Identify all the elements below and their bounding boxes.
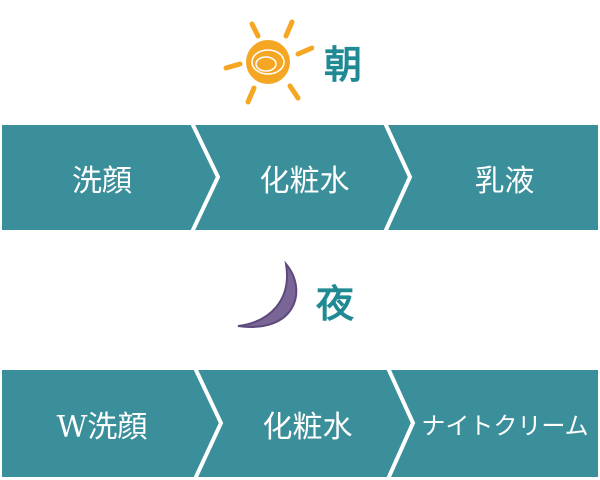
night-steps: W洗顔 化粧水 ナイトクリーム bbox=[2, 370, 598, 477]
morning-step-3: 乳液 bbox=[474, 163, 535, 199]
sun-icon bbox=[223, 19, 314, 105]
morning-heading: 朝 bbox=[222, 16, 362, 106]
morning-title: 朝 bbox=[324, 42, 363, 87]
night-step-3: ナイトクリーム bbox=[421, 412, 589, 440]
night-step-1: W洗顔 bbox=[56, 409, 148, 445]
morning-step-1: 洗顔 bbox=[72, 163, 132, 199]
night-band-bg bbox=[2, 370, 598, 477]
night-step-2: 化粧水 bbox=[262, 409, 353, 445]
night-title: 夜 bbox=[316, 281, 355, 326]
moon-icon bbox=[237, 260, 298, 328]
morning-step-2: 化粧水 bbox=[259, 163, 350, 199]
morning-band-bg bbox=[2, 125, 598, 230]
morning-steps: 洗顔 化粧水 乳液 bbox=[2, 125, 598, 230]
night-heading: 夜 bbox=[230, 260, 354, 340]
